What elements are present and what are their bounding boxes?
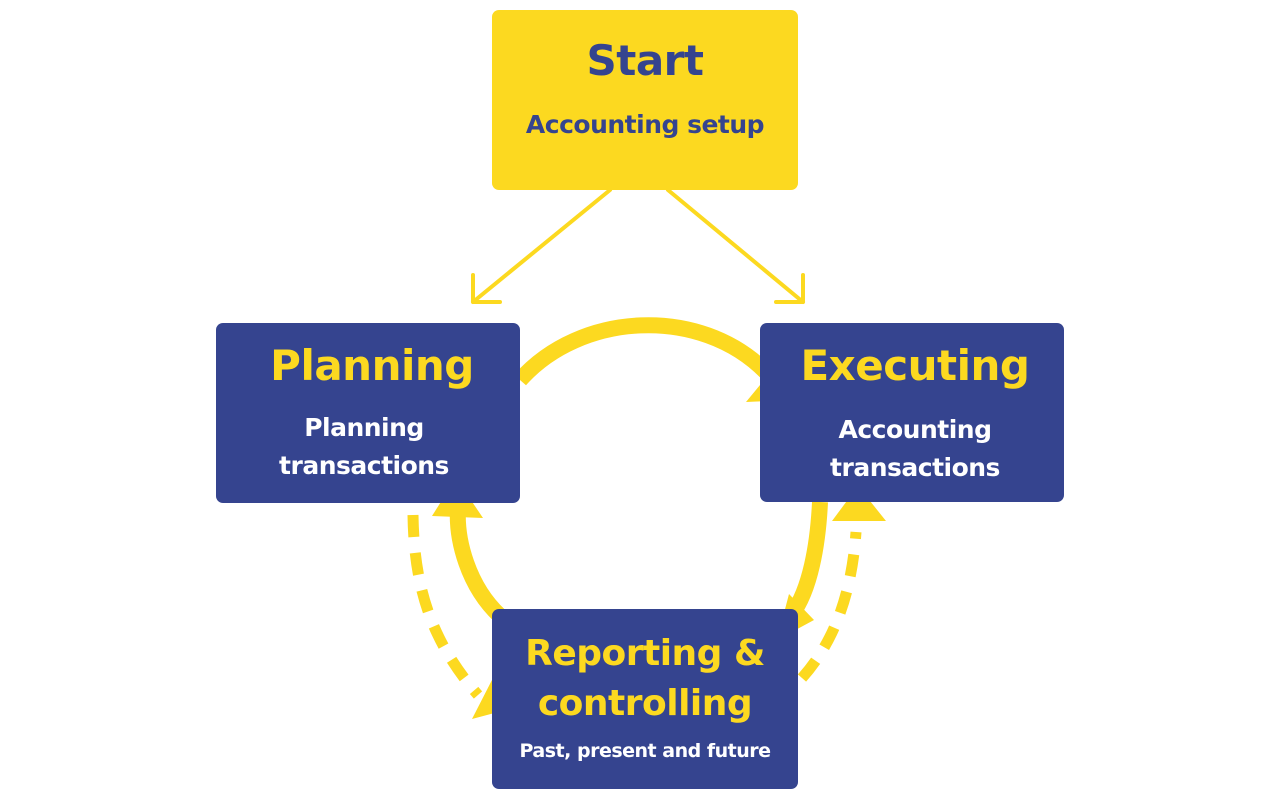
node-reporting: Reporting & controlling Past, present an… (492, 609, 798, 789)
arrow-reporting-to-executing-dashed (797, 531, 862, 682)
arrow-start-to-executing (666, 188, 805, 304)
node-start-title: Start (586, 36, 704, 85)
arrow-start-to-planning-head (471, 273, 502, 304)
arrow-reporting-to-planning (449, 507, 506, 622)
arrow-executing-to-reporting (785, 501, 828, 619)
arrow-planning-to-executing (514, 317, 772, 386)
node-executing-title: Executing (800, 341, 1030, 390)
node-executing-subtitle: Accounting transactions (830, 415, 1000, 482)
arrow-start-to-planning (471, 188, 612, 304)
node-planning: Planning Planning transactions (216, 323, 520, 503)
arrowhead-reporting-to-executing (832, 486, 886, 521)
arrow-planning-to-reporting-dashed (407, 514, 483, 699)
node-planning-title: Planning (270, 341, 474, 390)
node-start-subtitle: Accounting setup (525, 110, 765, 139)
node-planning-subtitle: Planning transactions (279, 413, 449, 480)
node-reporting-subtitle: Past, present and future (519, 740, 771, 762)
arrow-start-to-executing-head (774, 273, 805, 304)
node-executing: Executing Accounting transactions (760, 323, 1064, 502)
node-start: Start Accounting setup (492, 10, 798, 190)
node-reporting-title: Reporting & controlling (525, 633, 765, 724)
